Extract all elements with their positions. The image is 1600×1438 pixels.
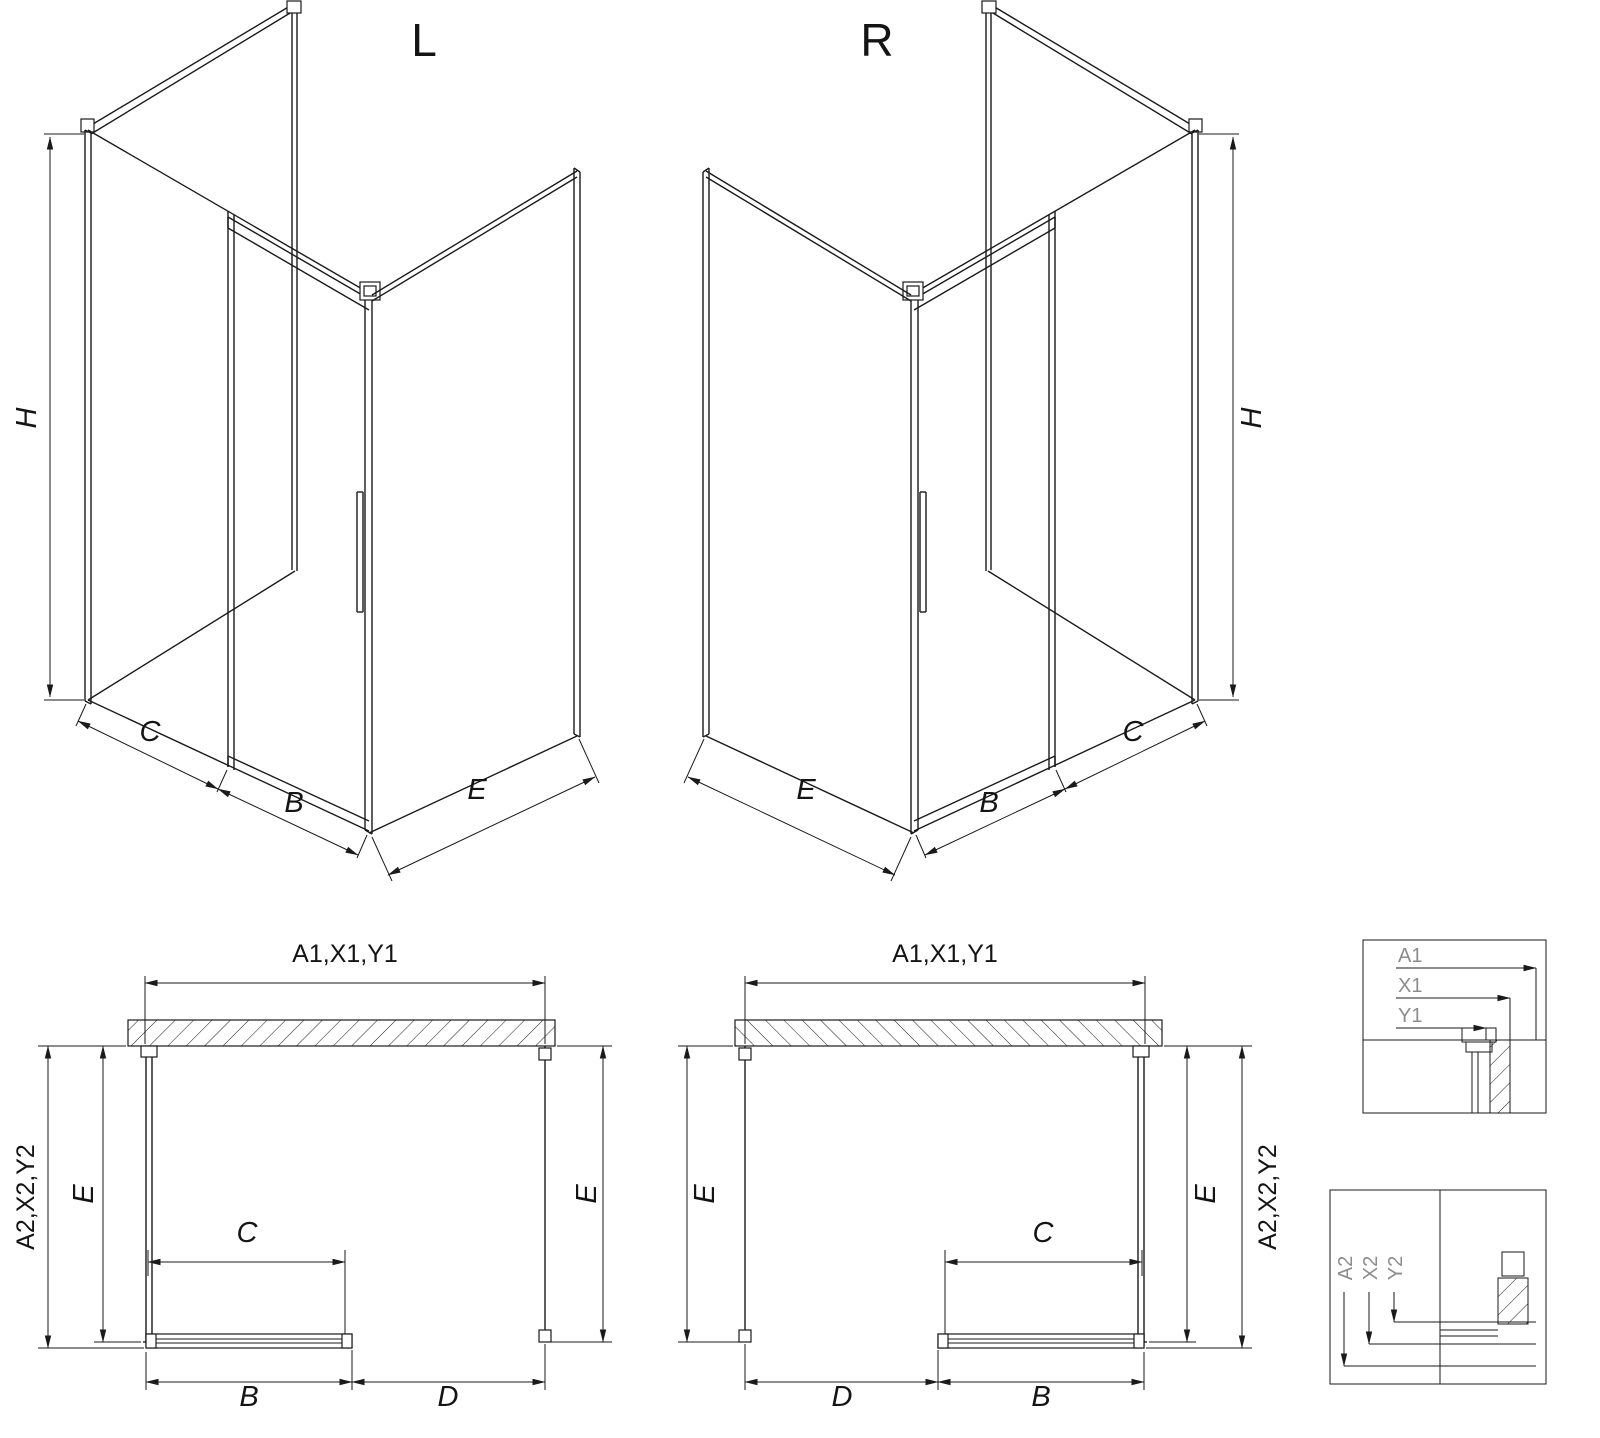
- iso-view-right: R H C B E: [684, 1, 1268, 881]
- iso-right-dim-door: B: [979, 787, 998, 819]
- detail-width-frame: [1362, 939, 1547, 1114]
- detail-width-wall-hatch: [1489, 1039, 1511, 1114]
- plan-left-dim-door: B: [239, 1381, 258, 1413]
- detail-depth-label-y2: Y2: [1385, 1256, 1407, 1280]
- detail-width-label-y1: Y1: [1398, 1005, 1422, 1027]
- detail-width-label-x1: X1: [1398, 975, 1422, 997]
- detail-depth-label-x2: X2: [1360, 1256, 1382, 1280]
- plan-right-linework: [678, 976, 1252, 1390]
- detail-depth-section: A2 X2 Y2: [1329, 1189, 1547, 1385]
- plan-view-right: A1,X1,Y1 A2,X2,Y2 E E C B D: [678, 940, 1282, 1413]
- plan-right-dim-depth-left: E: [689, 1184, 721, 1204]
- plan-left-dim-fixed: D: [438, 1381, 459, 1413]
- plan-left-dim-clear: C: [237, 1217, 259, 1249]
- iso-right-dim-side: E: [796, 774, 816, 806]
- detail-depth-label-a2: A2: [1335, 1256, 1357, 1280]
- iso-right-title: R: [860, 14, 893, 66]
- iso-left-dim-fixed: C: [140, 716, 162, 748]
- iso-right-linework: [684, 1, 1239, 881]
- iso-left-dim-side: E: [467, 774, 487, 806]
- plan-right-dim-clear: C: [1033, 1217, 1055, 1249]
- plan-left-dim-depth-left: E: [68, 1184, 100, 1204]
- plan-left-dim-depth-right: E: [571, 1184, 603, 1204]
- plan-left-dim-depth: A2,X2,Y2: [12, 1144, 40, 1250]
- iso-right-dim-fixed: C: [1123, 716, 1145, 748]
- iso-left-dim-height: H: [11, 407, 43, 428]
- iso-left-dim-door: B: [284, 787, 303, 819]
- detail-depth-floor-hatch: [1497, 1277, 1529, 1325]
- iso-left-linework: [44, 1, 599, 881]
- plan-right-dim-depth-right: E: [1190, 1184, 1222, 1204]
- plan-right-dim-fixed: D: [832, 1381, 853, 1413]
- detail-depth-frame: [1329, 1189, 1547, 1385]
- plan-right-dim-door: B: [1031, 1381, 1050, 1413]
- iso-right-dim-height: H: [1236, 407, 1268, 428]
- plan-right-dim-width: A1,X1,Y1: [892, 940, 998, 968]
- iso-left-title: L: [411, 14, 437, 66]
- plan-left-dim-width: A1,X1,Y1: [292, 940, 398, 968]
- plan-view-left: A1,X1,Y1 A2,X2,Y2 E E C B D: [12, 940, 612, 1413]
- detail-width-section: A1 X1 Y1: [1362, 939, 1547, 1114]
- detail-width-label-a1: A1: [1398, 945, 1422, 967]
- iso-view-left: L H C B E: [11, 1, 599, 881]
- plan-right-dim-depth: A2,X2,Y2: [1254, 1144, 1282, 1250]
- plan-left-linework: [38, 976, 612, 1390]
